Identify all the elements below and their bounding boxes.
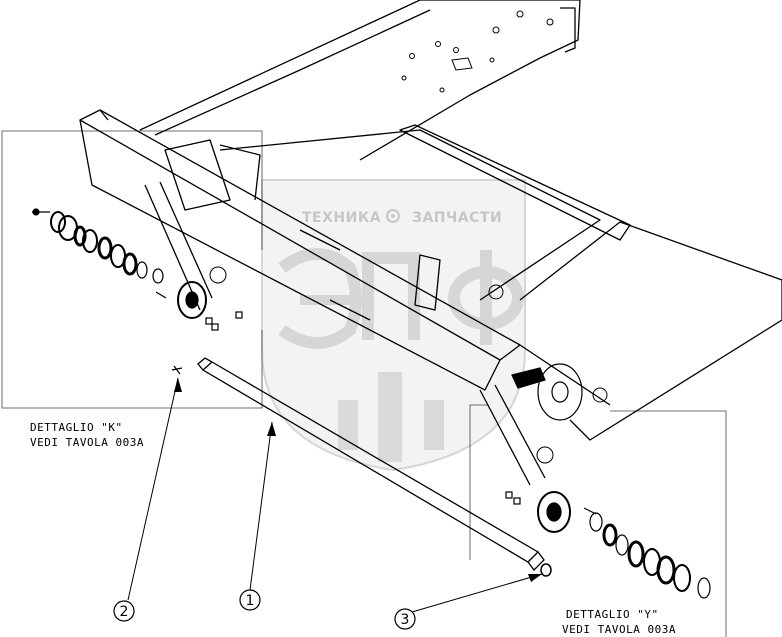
machine-frame bbox=[79, 0, 782, 486]
callout-3: 3 bbox=[394, 608, 416, 630]
watermark: ТЕХНИКА ЗАПЧАСТИ bbox=[261, 179, 526, 472]
leader-arrows bbox=[174, 378, 542, 582]
shaft-pin bbox=[171, 365, 183, 375]
detail-k-caption-2: VEDI TAVOLA 003A bbox=[30, 436, 144, 449]
hub-assembly-y bbox=[505, 491, 711, 599]
callout-2: 2 bbox=[113, 600, 135, 622]
frame-holes bbox=[209, 10, 608, 464]
leader-lines bbox=[127, 377, 543, 613]
svg-text:2: 2 bbox=[120, 604, 129, 620]
watermark-brand-right: ЗАПЧАСТИ bbox=[412, 210, 502, 226]
callout-1: 1 bbox=[239, 589, 261, 611]
main-shaft bbox=[197, 357, 545, 571]
detail-y-caption-2: VEDI TAVOLA 003A bbox=[562, 623, 676, 636]
snap-ring bbox=[540, 563, 552, 577]
svg-text:1: 1 bbox=[246, 593, 255, 609]
detail-y-caption-1: DETTAGLIO "Y" bbox=[566, 608, 659, 621]
watermark-brand-left: ТЕХНИКА bbox=[302, 210, 381, 226]
svg-text:3: 3 bbox=[401, 612, 410, 628]
detail-box-k bbox=[1, 130, 263, 409]
gear-icon bbox=[386, 209, 400, 223]
detail-box-y bbox=[469, 404, 727, 637]
detail-k-caption-1: DETTAGLIO "K" bbox=[30, 421, 123, 434]
drive-pulley bbox=[511, 363, 583, 421]
hub-assembly-k bbox=[32, 208, 243, 331]
